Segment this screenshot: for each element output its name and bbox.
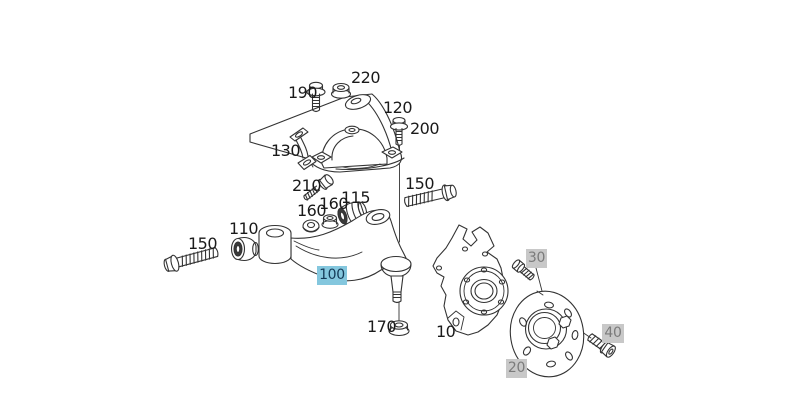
bolt-150-right-drawing <box>404 184 457 208</box>
bolt-200-drawing <box>389 116 409 146</box>
part-label-120[interactable]: 120 <box>383 98 413 117</box>
part-label-150-left[interactable]: 150 <box>188 234 218 253</box>
part-label-20-highlighted[interactable]: 20 <box>506 359 527 378</box>
part-label-190[interactable]: 190 <box>288 83 318 102</box>
bolt-210-drawing <box>303 174 334 201</box>
bushing-110-drawing <box>230 236 259 262</box>
support-bracket-120-drawing <box>249 93 405 173</box>
part-label-160-nut[interactable]: 160 <box>319 194 349 213</box>
part-label-40-highlighted[interactable]: 40 <box>602 324 624 343</box>
part-label-110[interactable]: 110 <box>229 219 259 238</box>
part-label-220[interactable]: 220 <box>351 68 381 87</box>
nut-160-drawing <box>321 214 339 229</box>
part-label-170[interactable]: 170 <box>367 317 397 336</box>
part-label-130[interactable]: 130 <box>271 141 301 160</box>
bolt-150-left-drawing <box>163 247 219 272</box>
hub-20-drawing <box>509 290 585 378</box>
part-label-160-washer[interactable]: 160 <box>297 201 327 220</box>
part-label-100-highlighted[interactable]: 100 <box>317 266 347 285</box>
part-label-10[interactable]: 10 <box>436 322 456 341</box>
washer-160-drawing <box>302 219 320 233</box>
part-label-210[interactable]: 210 <box>292 176 322 195</box>
link-130-drawing <box>289 127 317 171</box>
bolt-190-drawing <box>306 81 326 113</box>
part-label-115[interactable]: 115 <box>341 188 371 207</box>
part-label-150-right[interactable]: 150 <box>405 174 435 193</box>
part-label-30-highlighted[interactable]: 30 <box>526 249 547 268</box>
nut-220-drawing <box>330 82 352 99</box>
control-arm-100-drawing <box>258 209 412 304</box>
stud-30-drawing <box>511 259 535 281</box>
nut-170-drawing <box>388 320 410 337</box>
knuckle-10-drawing <box>432 224 509 336</box>
part-label-200[interactable]: 200 <box>410 119 440 138</box>
